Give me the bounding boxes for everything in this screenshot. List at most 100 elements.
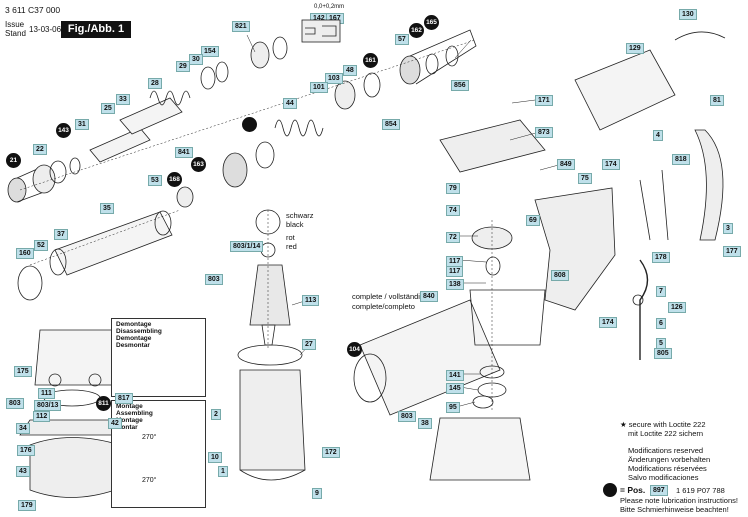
part-label: 111	[38, 388, 55, 399]
part-label: 130	[679, 9, 697, 20]
modifications-note: Modifications reserved	[628, 446, 704, 455]
part-label: 31	[75, 119, 89, 130]
lubrication-point-marker: 104	[347, 342, 362, 357]
part-label: 4	[653, 130, 663, 141]
lubrication-marker-icon	[603, 483, 617, 497]
part-label: 803	[205, 274, 223, 285]
part-label: 38	[418, 418, 432, 429]
part-label: 856	[451, 80, 469, 91]
part-label: 849	[557, 159, 575, 170]
part-label: 72	[446, 232, 460, 243]
part-label: 3	[723, 223, 733, 234]
part-label: 803/13	[34, 400, 62, 411]
part-label: 28	[148, 78, 162, 89]
lubrication-point-marker: 162	[409, 23, 424, 38]
part-label: 174	[599, 317, 617, 328]
part-label: 30	[189, 54, 203, 65]
angle-label: 270°	[142, 477, 157, 484]
montage-caption: Montage	[116, 403, 143, 410]
stand-label: Stand	[5, 29, 26, 38]
part-label: 817	[115, 393, 133, 404]
part-label: 81	[710, 95, 724, 106]
part-label: 74	[446, 205, 460, 216]
part-label: 112	[33, 411, 51, 422]
part-label: 818	[672, 154, 690, 165]
complete-note: complete/completo	[352, 302, 415, 311]
loctite-note: mit Loctite 222 sichern	[628, 429, 704, 438]
demontage-caption: Desmontar	[116, 342, 150, 349]
figure-title: Fig./Abb. 1	[61, 21, 131, 38]
part-label: 48	[343, 65, 357, 76]
lubrication-point-marker: 143	[56, 123, 71, 138]
lubrication-point-marker	[242, 117, 257, 132]
part-label: 42	[108, 418, 122, 429]
wire-color-label: red	[286, 242, 297, 251]
part-label: 803	[6, 398, 24, 409]
part-label: 53	[148, 175, 162, 186]
part-label: 7	[656, 286, 666, 297]
part-label: 95	[446, 402, 460, 413]
part-label: 9	[312, 488, 322, 499]
part-label: 177	[723, 246, 741, 257]
wire-color-label: rot	[286, 233, 295, 242]
montage-caption: Montar	[116, 424, 138, 431]
part-label: 117	[446, 266, 464, 277]
part-label: 103	[325, 73, 343, 84]
lubrication-point-marker: 811	[96, 396, 111, 411]
part-label: 145	[446, 383, 464, 394]
part-label: 175	[14, 366, 32, 377]
pos-code: 1 619 P07 788	[676, 486, 725, 495]
lubrication-point-marker: 161	[363, 53, 378, 68]
part-label: 25	[101, 103, 115, 114]
part-label: 29	[176, 61, 190, 72]
part-label: 174	[602, 159, 620, 170]
part-label: 171	[535, 95, 553, 106]
part-label: 44	[283, 98, 297, 109]
part-label: 141	[446, 370, 464, 381]
part-label: 113	[302, 295, 320, 306]
loctite-note: ★ secure with Loctite 222	[620, 420, 706, 429]
part-label: 37	[54, 229, 68, 240]
issue-date: 13-03-06	[29, 25, 62, 34]
part-label: 6	[656, 318, 666, 329]
issue-label: Issue	[5, 20, 25, 29]
montage-inset: Montage Assembling Montage Montar 270° 2…	[111, 400, 206, 508]
part-label: 35	[100, 203, 114, 214]
lubrication-point-marker: 168	[167, 172, 182, 187]
part-label: 75	[578, 173, 592, 184]
montage-caption: Assembling	[116, 410, 153, 417]
part-label: 172	[322, 447, 340, 458]
demontage-caption: Demontage	[116, 335, 152, 342]
lubrication-point-marker: 163	[191, 157, 206, 172]
lubrication-note: Bitte Schmierhinweise beachten!	[620, 505, 729, 514]
part-label: 34	[16, 423, 30, 434]
part-label: 126	[668, 302, 686, 313]
demontage-caption: Demontage	[116, 321, 152, 328]
part-label: 10	[208, 452, 222, 463]
part-label: 803	[398, 411, 416, 422]
part-label: 840	[420, 291, 438, 302]
part-label: 821	[232, 21, 250, 32]
part-label: 52	[34, 240, 48, 251]
modifications-note: Modifications réservées	[628, 464, 707, 473]
part-label: 101	[310, 82, 328, 93]
dimension-value: 0,0+0,2mm	[314, 4, 345, 10]
part-label: 179	[18, 500, 36, 511]
part-label: 138	[446, 279, 464, 290]
part-label: 69	[526, 215, 540, 226]
lubrication-point-marker: 21	[6, 153, 21, 168]
part-label: 27	[302, 339, 316, 350]
modifications-note: Änderungen vorbehalten	[628, 455, 711, 464]
part-label: 808	[551, 270, 569, 281]
demontage-caption: Disassembling	[116, 328, 162, 335]
part-label: 805	[654, 348, 672, 359]
part-label: 79	[446, 183, 460, 194]
part-label: 803/1/14	[230, 241, 264, 252]
part-label: 841	[175, 147, 193, 158]
pos-number: 897	[650, 485, 668, 496]
part-label: 22	[33, 144, 47, 155]
part-number: 3 611 C37 000	[5, 5, 61, 15]
lubrication-point-marker: 165	[424, 15, 439, 30]
